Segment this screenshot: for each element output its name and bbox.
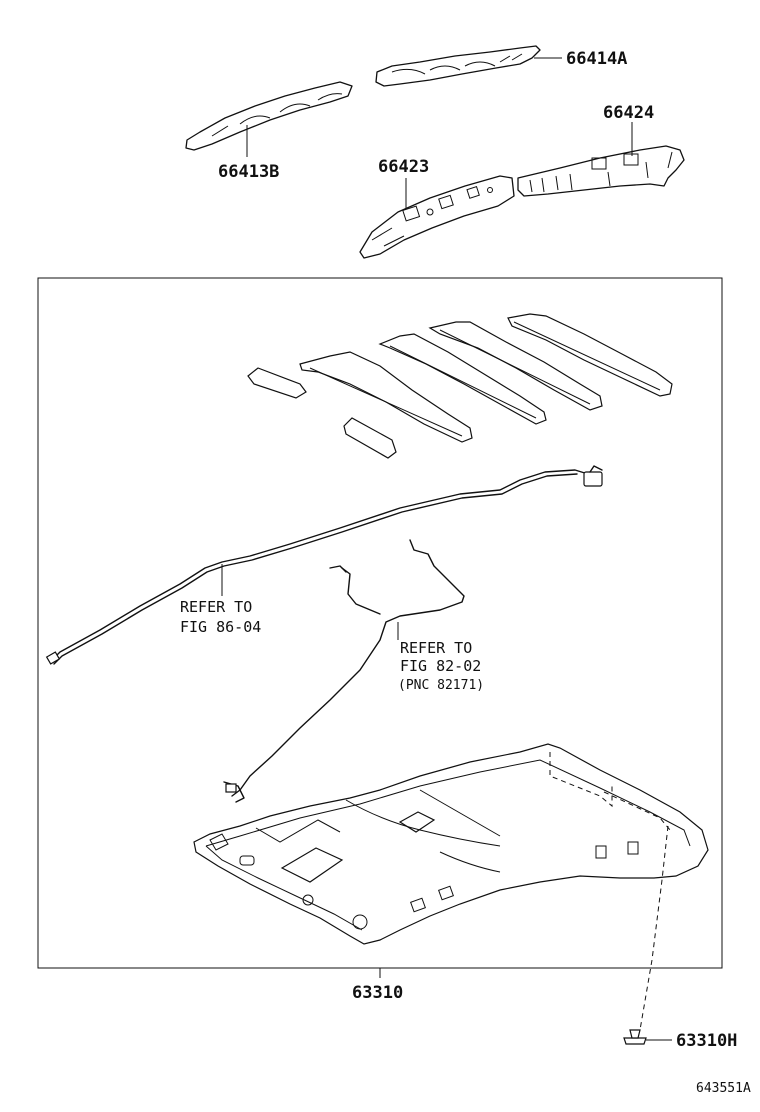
label-66414A: 66414A (566, 49, 627, 69)
figure-id: 643551A (696, 1081, 751, 1096)
ref-86-04-line1: REFER TO (180, 598, 252, 616)
label-66413B: 66413B (218, 162, 279, 182)
part-66423-rail[interactable] (359, 175, 515, 259)
label-63310H: 63310H (676, 1031, 737, 1051)
label-63310: 63310 (352, 983, 403, 1003)
headliner-pads[interactable] (247, 313, 673, 459)
clip-63310H[interactable] (623, 1029, 647, 1045)
roof-wire-harness-86-04[interactable] (45, 465, 603, 665)
dashed-line-63310H (639, 825, 669, 1031)
part-66413B-strip[interactable] (185, 81, 353, 151)
ref-82-02-line3: (PNC 82171) (398, 678, 484, 693)
ref-82-02-line2: FIG 82-02 (400, 657, 481, 675)
headliner-assembly-63310[interactable] (193, 743, 709, 945)
part-66414A-strip[interactable] (375, 45, 541, 87)
part-66424-rail[interactable] (517, 145, 685, 197)
roof-wire-harness-82-02[interactable] (223, 539, 465, 803)
ref-82-02-line1: REFER TO (400, 639, 472, 657)
label-66424: 66424 (603, 103, 654, 123)
label-66423: 66423 (378, 157, 429, 177)
ref-86-04-line2: FIG 86-04 (180, 618, 261, 636)
